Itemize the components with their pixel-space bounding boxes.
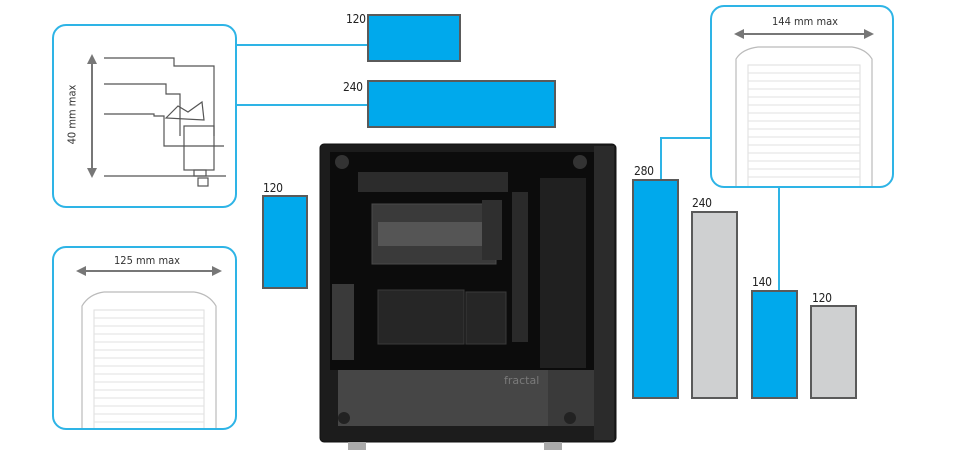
- connector-line: [237, 104, 367, 106]
- radiator-label-right-280: 280: [634, 164, 654, 178]
- connector-line: [237, 44, 367, 46]
- radiator-label-top-240: 240: [343, 80, 363, 94]
- radiator-top-120: [367, 14, 461, 62]
- front-clearance-label: 125 mm max: [112, 254, 183, 267]
- rear-radiator-drawing: [734, 29, 874, 186]
- front-radiator-drawing: [76, 266, 222, 428]
- radiator-label-right-140: 140: [752, 275, 772, 289]
- radiator-top-240: [367, 80, 556, 128]
- case-brand-logo: fractal: [504, 374, 540, 387]
- rear-clearance-callout: 144 mm max: [710, 5, 894, 188]
- radiator-label-right-240: 240: [692, 196, 712, 210]
- radiator-front-120: [262, 195, 308, 289]
- radiator-label-top-120: 120: [346, 12, 366, 26]
- pc-case: fractal: [318, 142, 618, 452]
- connector-line: [778, 188, 780, 290]
- radiator-right-240: [691, 211, 738, 399]
- radiator-right-280: [632, 179, 679, 399]
- radiator-label-right-120: 120: [812, 291, 832, 305]
- radiator-right-140: [751, 290, 798, 399]
- top-clearance-label: 40 mm max: [65, 84, 79, 145]
- radiator-right-120: [810, 305, 857, 399]
- connector-line: [660, 137, 710, 139]
- connector-line: [660, 137, 662, 179]
- rear-clearance-label: 144 mm max: [770, 15, 841, 28]
- top-clearance-drawing: [87, 54, 226, 187]
- top-clearance-callout: 40 mm max: [52, 24, 237, 208]
- front-clearance-callout: 125 mm max: [52, 246, 237, 430]
- radiator-label-front-120: 120: [263, 181, 283, 195]
- pc-case-illustration: [319, 143, 617, 450]
